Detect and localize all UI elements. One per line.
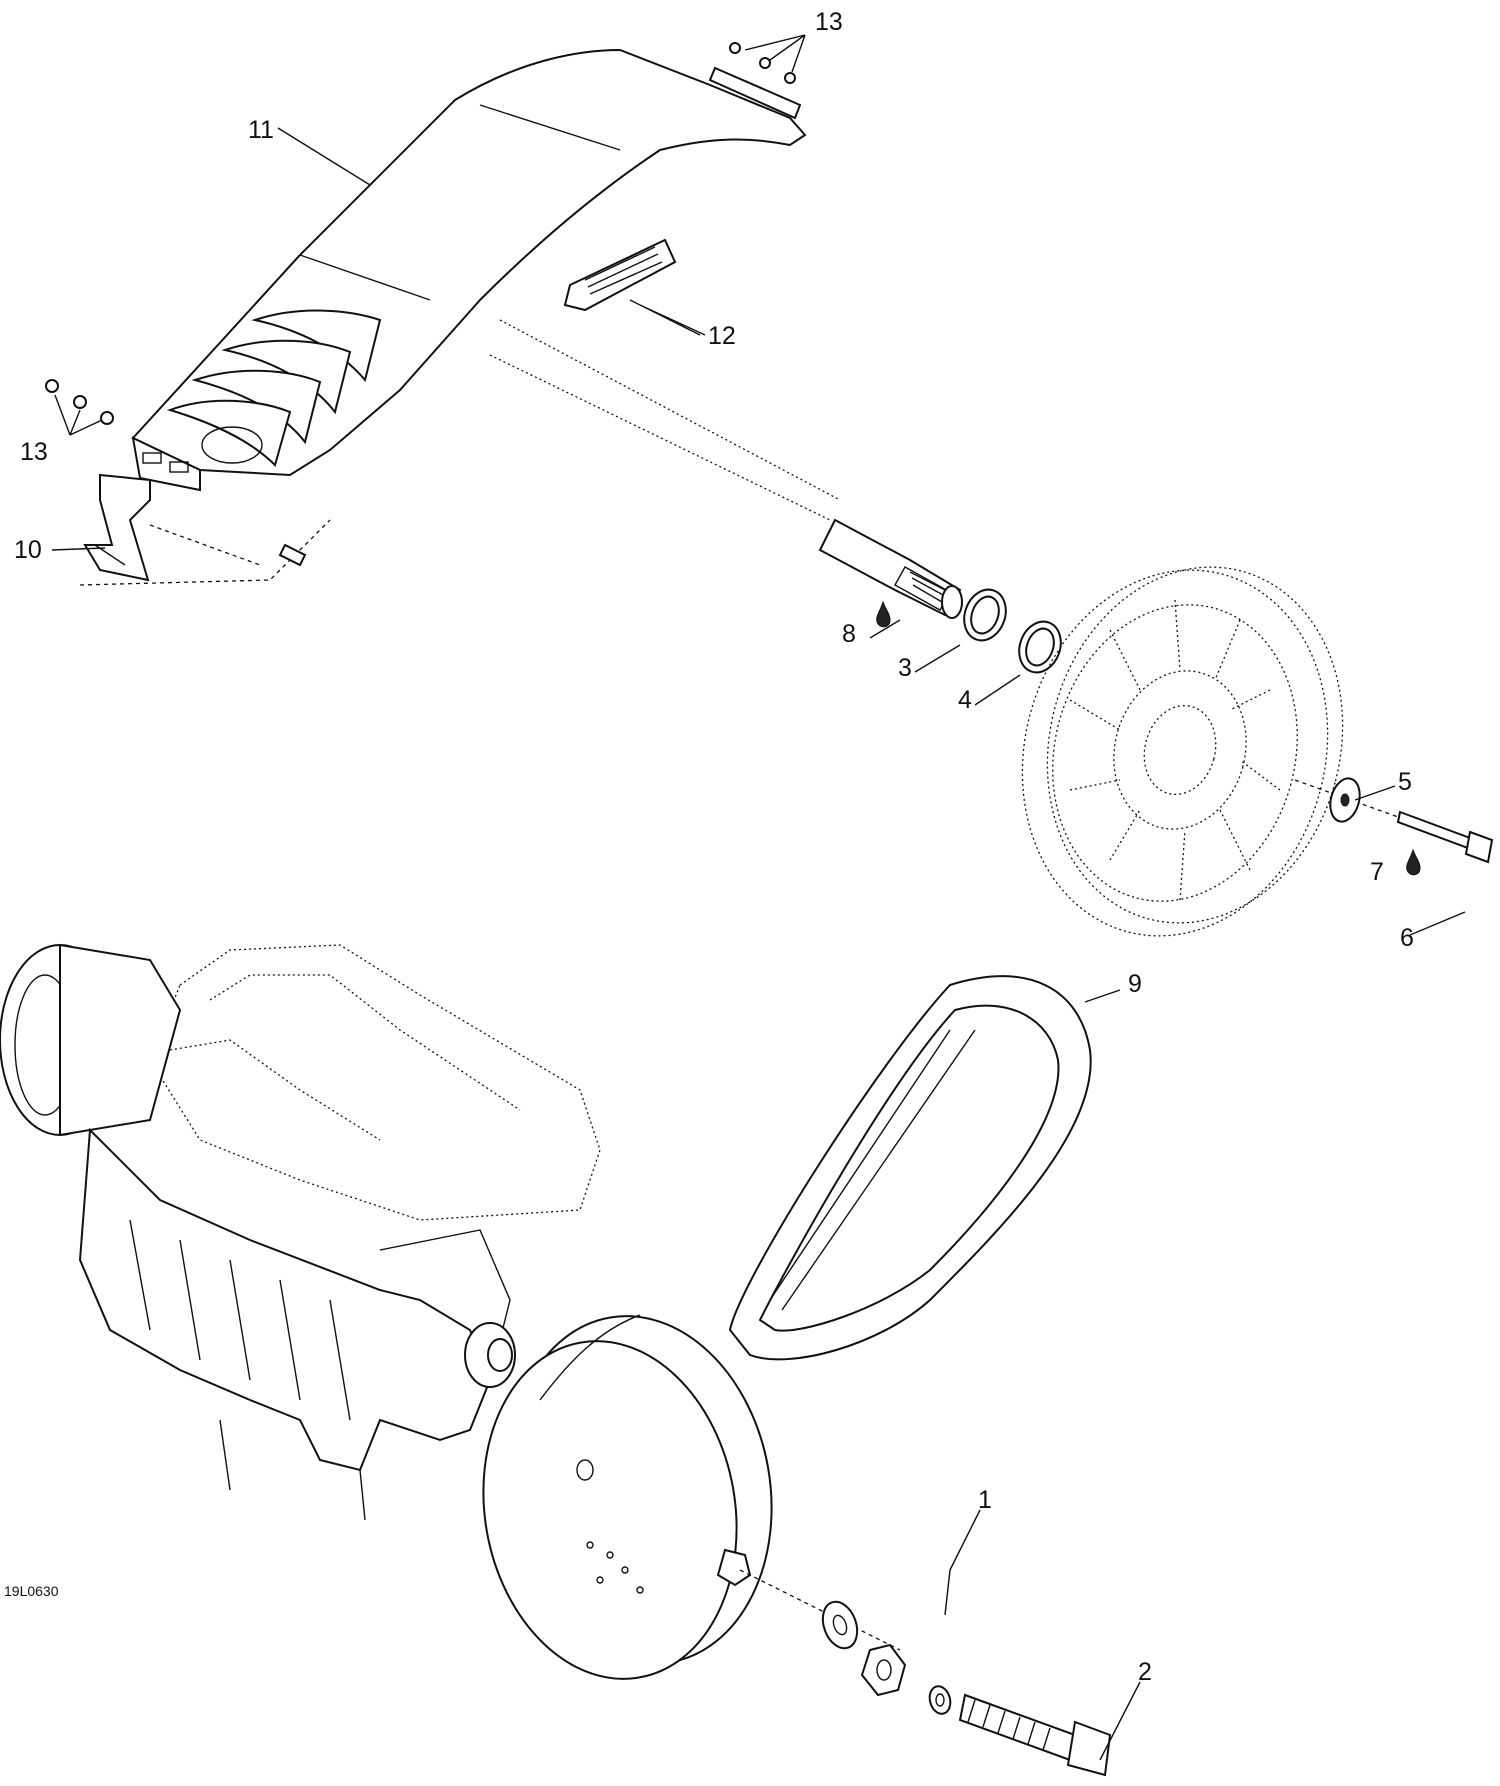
nut-drive <box>860 1643 907 1697</box>
callout-7: 7 <box>1370 858 1384 886</box>
callout-5: 5 <box>1398 768 1412 796</box>
washer-5 <box>1294 777 1491 851</box>
callout-12: 12 <box>708 322 736 350</box>
lubricant-drop-icon <box>876 600 891 628</box>
callout-2: 2 <box>1138 1658 1152 1686</box>
drive-pulley <box>482 1314 901 1680</box>
callout-10: 10 <box>14 536 42 564</box>
callout-6: 6 <box>1400 924 1414 952</box>
driven-shaft <box>489 319 963 619</box>
warning-decal <box>563 238 677 312</box>
callout-9: 9 <box>1128 970 1142 998</box>
spacer-4 <box>1018 620 1062 674</box>
nuts-top <box>708 42 802 120</box>
air-intake-cover <box>131 48 807 492</box>
callout-13-top: 13 <box>815 8 843 36</box>
leader-lines <box>51 34 1466 1761</box>
lock-washer-1 <box>928 1685 952 1715</box>
callout-4: 4 <box>958 686 972 714</box>
bolt-6 <box>1396 810 1494 864</box>
drive-belt <box>728 975 1092 1361</box>
driven-pulley <box>1021 566 1344 937</box>
engine <box>0 943 601 1521</box>
bracket <box>79 473 331 586</box>
washer-drive <box>821 1600 859 1650</box>
callout-11: 11 <box>248 116 274 144</box>
bolt-2 <box>958 1693 1112 1777</box>
callout-8: 8 <box>842 620 856 648</box>
callout-1: 1 <box>978 1486 992 1514</box>
callout-3: 3 <box>898 654 912 682</box>
lubricant-drop-icon <box>1406 848 1421 876</box>
drawing-code: 19L0630 <box>4 1583 59 1599</box>
callout-13-left: 13 <box>20 438 48 466</box>
spacer-3 <box>963 588 1007 642</box>
nuts-left <box>45 379 114 425</box>
